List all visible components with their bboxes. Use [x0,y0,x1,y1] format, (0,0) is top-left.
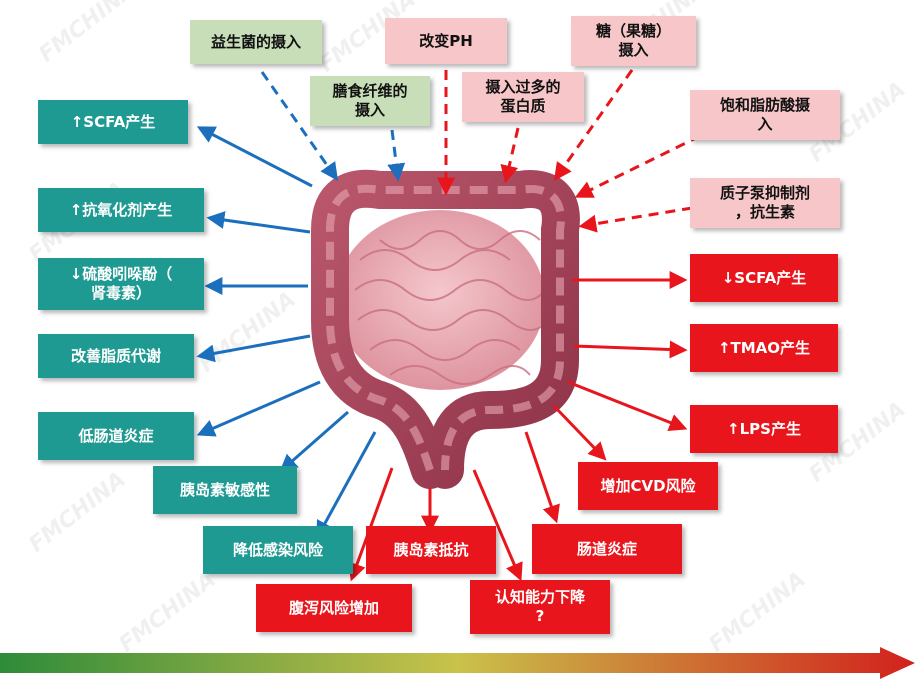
effect-indoxyl-sulfate: ↓硫酸吲哚酚（ 肾毒素） [38,258,204,310]
arrow-lipid [196,334,311,363]
arrow-probiotic-in [260,71,339,181]
input-dietary-fiber: 膳食纤维的 摄入 [310,76,430,126]
effect-scfa-up: ↑SCFA产生 [38,100,188,144]
effect-scfa-down: ↓SCFA产生 [690,254,838,302]
effect-lps: ↑LPS产生 [690,405,838,453]
effect-low-gut-inflammation: 低肠道炎症 [38,412,194,460]
arrow-fat-in [574,134,701,198]
arrow-scfa-up [196,126,313,188]
effect-lower-infection-risk: 降低感染风险 [203,526,353,574]
effect-tmao: ↑TMAO产生 [690,324,838,372]
input-sugar: 糖（果糖） 摄入 [571,16,696,66]
input-ppi-antibiotics: 质子泵抑制剂 ，抗生素 [690,178,840,228]
input-change-ph: 改变PH [385,18,507,64]
effect-diarrhea-risk: 腹泻风险增加 [256,584,412,632]
arrow-insulin-sens [279,410,349,473]
effect-cognitive-decline: 认知能力下降 ? [470,580,610,634]
input-probiotics: 益生菌的摄入 [190,20,322,64]
arrow-low-inflammation [196,380,321,437]
effect-insulin-resistance: 胰岛素抵抗 [366,526,496,574]
arrow-tmao [573,340,688,359]
arrow-inflammation [524,431,560,524]
arrow-cognition [472,469,523,582]
small-intestine-folds [354,230,549,385]
input-protein: 摄入过多的 蛋白质 [462,72,584,122]
arrow-lps [567,380,688,432]
small-intestine [335,210,545,390]
arrow-sugar-in [553,69,634,181]
bottom-gradient-arrow [0,647,915,679]
arrow-antiox [206,211,311,234]
arrow-fiber-in [387,129,406,182]
arrow-protein-in [500,127,520,184]
effect-cvd-risk: 增加CVD风险 [578,462,718,510]
effect-antioxidant: ↑抗氧化剂产生 [38,188,204,232]
arrow-ppi-in [578,206,693,233]
effect-insulin-sensitivity: 胰岛素敏感性 [153,466,297,514]
arrow-infection [316,431,377,540]
effect-gut-inflammation: 肠道炎症 [532,524,682,574]
effect-lipid-metabolism: 改善脂质代谢 [38,334,194,378]
input-saturated-fat: 饱和脂肪酸摄 入 [690,90,840,140]
arrow-cvd [552,404,607,461]
arrow-diarrhea [348,467,394,582]
